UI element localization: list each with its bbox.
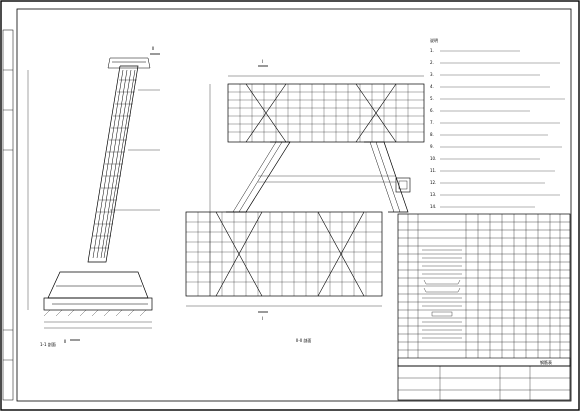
section-detail: [395, 177, 411, 193]
note-line: 11.: [430, 168, 436, 173]
note-line: 5.: [430, 96, 434, 101]
cut-mark-i-top: I: [262, 59, 263, 64]
binding-strip: [2, 29, 14, 401]
section-ii-ii-label: II-II 剖面: [296, 337, 311, 343]
cut-mark-i-bottom: I: [262, 316, 263, 321]
title-block: [397, 365, 571, 401]
rebar-shape-sketches: [422, 249, 462, 339]
note-line: 13.: [430, 192, 436, 197]
note-line: 4.: [430, 84, 434, 89]
note-line: 1.: [430, 48, 434, 53]
note-line: 12.: [430, 180, 436, 185]
note-line: 3.: [430, 72, 434, 77]
cut-mark-ii-top: II: [152, 46, 154, 51]
note-line: 14.: [430, 204, 436, 209]
note-line: 8.: [430, 132, 434, 137]
note-line: 10.: [430, 156, 436, 161]
title-block-grid: [398, 366, 570, 400]
rebar-table-title: 钢筋表: [540, 359, 552, 365]
rebar-table-grid: [398, 214, 570, 359]
section-1-1: [27, 53, 160, 341]
cut-mark-ii-bottom: II: [64, 339, 66, 344]
note-line: 6.: [430, 108, 434, 113]
rebar-table: 钢筋表: [397, 213, 571, 367]
note-text-lines: [440, 50, 565, 208]
section-1-1-label: 1-1 剖面: [40, 341, 56, 347]
notes-heading: 说明: [430, 37, 438, 43]
note-line: 9.: [430, 144, 434, 149]
section-ii-ii: [185, 65, 425, 313]
note-line: 7.: [430, 120, 434, 125]
drawing-frame: [16, 8, 572, 402]
note-line: 2.: [430, 60, 434, 65]
rebar-table-frame: [397, 213, 571, 367]
binding-strip-divisions: [3, 69, 13, 361]
notes-block: 说明 1. 2. 3. 4. 5. 6. 7. 8. 9. 10. 11. 12…: [395, 37, 565, 209]
notes-list: 1. 2. 3. 4. 5. 6. 7. 8. 9. 10. 11. 12. 1…: [430, 48, 436, 209]
section-detail-inner: [398, 180, 408, 190]
